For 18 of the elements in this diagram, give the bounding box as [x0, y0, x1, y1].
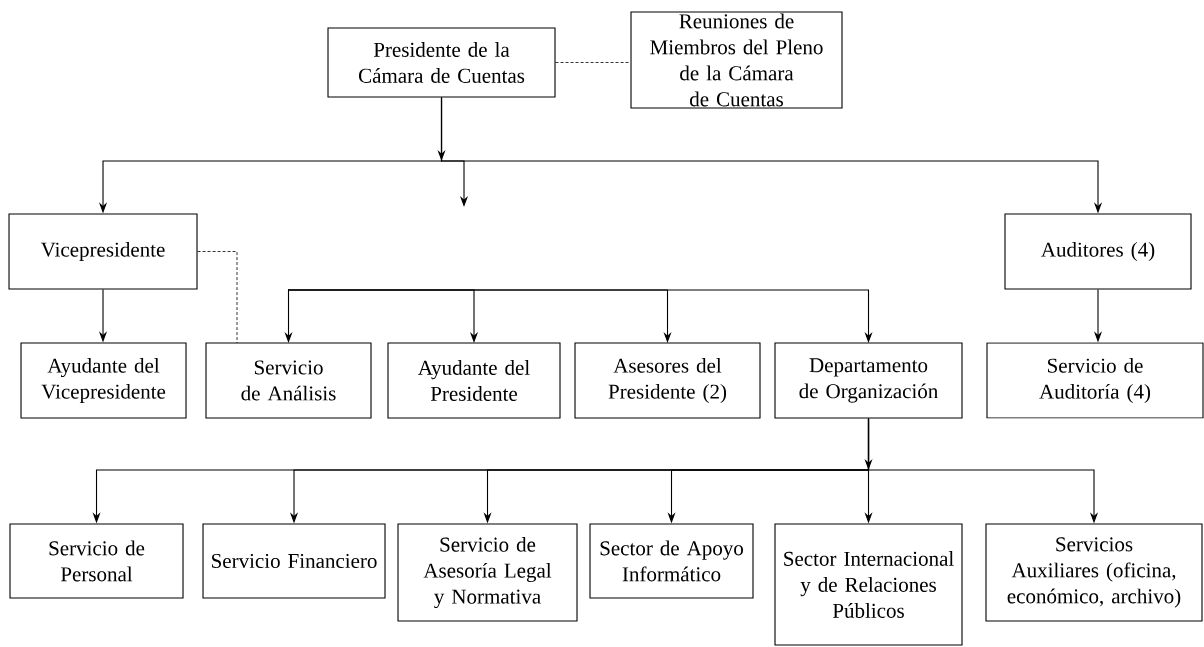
position-box: Servicio de Auditoría (4) [986, 342, 1204, 419]
position-box: Asesores del Presidente (2) [574, 342, 761, 419]
position-box: Ayudante del Presidente [387, 342, 561, 419]
position-box: Servicio de Asesoría Legal y Normativa [397, 523, 578, 622]
dashed-line [197, 251, 238, 344]
position-box: Servicios Auxiliares (oficina, económico, archivo) [985, 523, 1203, 622]
position-box: Servicio de Análisis [205, 342, 372, 419]
position-box: Sector Internacional y de Relaciones Públicos [774, 523, 963, 646]
position-box: Sector de Apoyo Informático [589, 523, 754, 599]
position-box: Vicepresidente [8, 213, 198, 290]
dashed-line [555, 62, 631, 63]
position-box: Servicio Financiero [202, 523, 386, 599]
position-box: Presidente de la Cámara de Cuentas [327, 27, 556, 98]
position-box: Servicio de Personal [9, 523, 184, 599]
position-box: Departamento de Organización [774, 342, 963, 419]
position-box: Ayudante del Vicepresidente [20, 342, 187, 419]
position-box: Auditores (4) [1004, 213, 1192, 290]
position-box: Reuniones de Miembros del Pleno de la Cámara de Cuentas [630, 11, 843, 109]
